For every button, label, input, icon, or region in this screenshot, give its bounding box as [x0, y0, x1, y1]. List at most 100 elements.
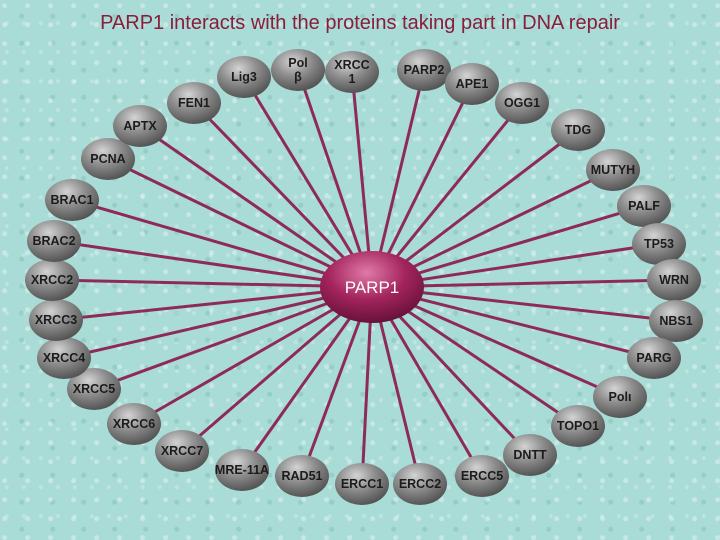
protein-node-ellipse	[455, 455, 509, 497]
protein-label: XRCC5	[73, 382, 115, 396]
protein-label: PARG	[636, 351, 671, 365]
spoke-line	[296, 69, 374, 288]
protein-node: XRCC3	[29, 299, 83, 341]
protein-node-ellipse	[335, 463, 389, 505]
protein-node-ellipse	[67, 368, 121, 410]
protein-node-ellipse	[445, 63, 499, 105]
protein-node: TOPO1	[551, 405, 605, 447]
protein-label: Polι	[609, 390, 632, 404]
protein-node: PCNA	[81, 138, 135, 180]
protein-label: TDG	[565, 123, 591, 137]
protein-label: APE1	[456, 77, 489, 91]
spoke-line	[93, 285, 373, 391]
protein-node: RAD51	[275, 455, 329, 497]
hub-node: PARP1	[320, 251, 424, 323]
protein-node-ellipse	[495, 82, 549, 124]
protein-label: WRN	[659, 273, 689, 287]
protein-label: PALF	[628, 199, 660, 213]
protein-label: XRCC6	[113, 417, 155, 431]
protein-node-ellipse	[37, 337, 91, 379]
protein-node-ellipse	[113, 105, 167, 147]
protein-node: XRCC6	[107, 403, 161, 445]
protein-label-line1: XRCC	[334, 58, 369, 72]
protein-node: APTX	[113, 105, 167, 147]
protein-node-ellipse	[647, 259, 701, 301]
protein-node: XRCC5	[67, 368, 121, 410]
protein-node-ellipse	[393, 463, 447, 505]
protein-label-line2: 1	[349, 72, 356, 86]
spoke-line	[63, 285, 373, 360]
protein-node-ellipse	[503, 434, 557, 476]
protein-node: PALF	[617, 185, 671, 227]
protein-label: XRCC2	[31, 273, 73, 287]
protein-node-ellipse	[551, 109, 605, 151]
protein-node-ellipse	[27, 220, 81, 262]
protein-label: DNTT	[513, 448, 547, 462]
protein-node: ERCC5	[455, 455, 509, 497]
protein-node-ellipse	[275, 455, 329, 497]
protein-label: XRCC4	[43, 351, 85, 365]
protein-node-ellipse	[45, 179, 99, 221]
spoke-line	[139, 124, 373, 289]
protein-label-line1: Pol	[288, 56, 307, 70]
protein-node-ellipse	[107, 403, 161, 445]
protein-label: PARP2	[404, 63, 445, 77]
protein-node: ERCC1	[335, 463, 389, 505]
protein-node: TDG	[551, 109, 605, 151]
protein-label: ERCC5	[461, 469, 503, 483]
protein-label: MRE-11A	[215, 463, 269, 477]
spoke-line	[192, 101, 374, 289]
protein-node: DNTT	[503, 434, 557, 476]
protein-node: TP53	[632, 223, 686, 265]
protein-node: BRAC1	[45, 179, 99, 221]
protein-node: XRCC2	[25, 259, 79, 301]
protein-node-ellipse	[586, 149, 640, 191]
protein-label: TP53	[644, 237, 674, 251]
protein-node: PARP2	[397, 49, 451, 91]
hub-ellipse	[320, 251, 424, 323]
diagram-title: PARP1 interacts with the proteins taking…	[100, 12, 620, 34]
protein-label: RAD51	[282, 469, 323, 483]
protein-node-ellipse	[217, 56, 271, 98]
protein-node: NBS1	[649, 300, 703, 342]
protein-node: MUTYH	[586, 149, 640, 191]
protein-node-ellipse	[215, 449, 269, 491]
protein-node: PARG	[627, 337, 681, 379]
protein-node-ellipse	[627, 337, 681, 379]
protein-label: MUTYH	[591, 163, 635, 177]
protein-label: ERCC1	[341, 477, 383, 491]
spoke-line	[53, 239, 373, 289]
protein-node: FEN1	[167, 82, 221, 124]
protein-label: OGG1	[504, 96, 540, 110]
protein-node-ellipse	[325, 51, 379, 93]
protein-node-ellipse	[155, 430, 209, 472]
protein-label: Lig3	[231, 70, 257, 84]
spoke-line	[55, 285, 373, 322]
protein-label: BRAC2	[32, 234, 75, 248]
protein-label: NBS1	[659, 314, 692, 328]
protein-label: ERCC2	[399, 477, 441, 491]
protein-node-ellipse	[271, 49, 325, 91]
protein-label-line2: β	[294, 70, 302, 84]
protein-node: APE1	[445, 63, 499, 105]
protein-node-ellipse	[397, 49, 451, 91]
protein-node-ellipse	[29, 299, 83, 341]
protein-node: Polι	[593, 376, 647, 418]
protein-node: OGG1	[495, 82, 549, 124]
protein-node-ellipse	[25, 259, 79, 301]
protein-node-ellipse	[551, 405, 605, 447]
protein-label: APTX	[123, 119, 157, 133]
protein-node: ERCC2	[393, 463, 447, 505]
protein-node-ellipse	[81, 138, 135, 180]
protein-label: FEN1	[178, 96, 210, 110]
protein-node-ellipse	[593, 376, 647, 418]
protein-label: BRAC1	[50, 193, 93, 207]
protein-node: Lig3	[217, 56, 271, 98]
protein-node-ellipse	[617, 185, 671, 227]
